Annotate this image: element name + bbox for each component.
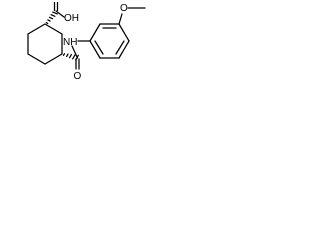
- carboxylic-acid-group: OH: [53, 1, 79, 24]
- aromatic-bond: [89, 40, 101, 59]
- ether-o-label: O: [120, 3, 128, 14]
- aromatic-bond: [118, 23, 130, 42]
- hashed-wedge-bond: [45, 11, 58, 25]
- aromatic-inner-bond: [115, 40, 125, 55]
- c-oh-bond: [55, 10, 65, 18]
- c-n-bond: [71, 45, 79, 59]
- ring-bond: [27, 53, 46, 65]
- molecule-canvas: OH O NH: [0, 0, 150, 83]
- aromatic-bond: [118, 40, 130, 59]
- ring-bond: [44, 23, 63, 35]
- amide-nh-label: NH: [63, 37, 77, 48]
- structure-diagram: OH O NH: [27, 1, 146, 82]
- carboxyl-oh-label: OH: [64, 13, 79, 24]
- aromatic-inner-bond: [94, 40, 104, 55]
- aromatic-bond: [89, 23, 101, 42]
- benzene-ring: [89, 23, 130, 59]
- carbonyl-o-label: O: [74, 71, 82, 82]
- methoxy-group: O: [118, 3, 146, 25]
- amide-group: O NH: [63, 37, 91, 82]
- ring-bond: [44, 53, 63, 65]
- ring-bond: [27, 23, 46, 35]
- cyclohexane-ring: [27, 23, 63, 65]
- aryl-o-bond: [118, 13, 123, 25]
